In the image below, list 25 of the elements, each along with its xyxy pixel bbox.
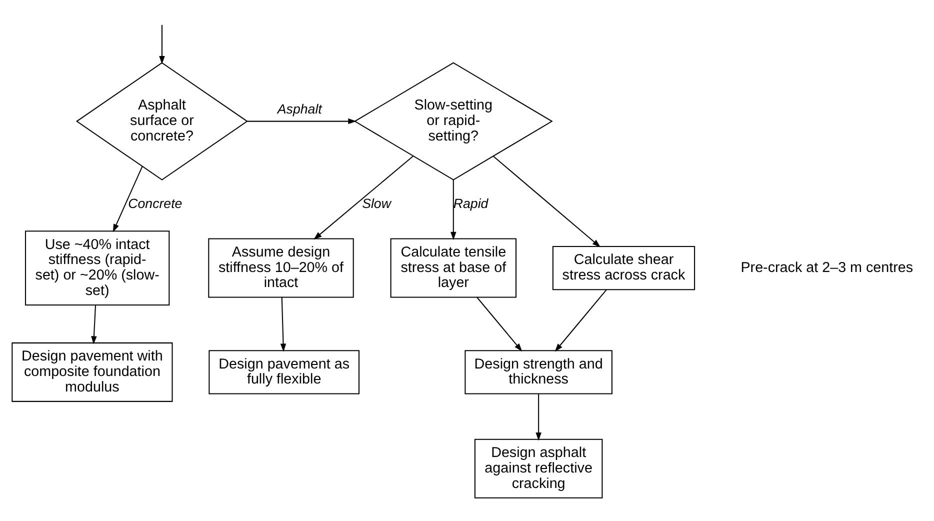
arrow: [554, 288, 607, 352]
node-diamond: Asphalt surface or concrete?: [76, 62, 248, 180]
arrow: [314, 155, 414, 240]
arrow: [280, 297, 286, 352]
node-box: Calculate shear stress across crack: [552, 245, 696, 290]
node-box: Design pavement with composite foundation modulus: [12, 342, 173, 402]
arrow: [159, 24, 165, 64]
arrow: [91, 304, 97, 344]
node-box: Design strength and thickness: [464, 350, 612, 394]
node-box: Design pavement as fully flexible: [208, 350, 360, 394]
node-box: Use ~40% intact stiffness (rapid-set) or ~20% (slow-set): [24, 230, 170, 305]
arrow: [112, 166, 143, 232]
node-box: Design asphalt against reflective cracking: [474, 438, 603, 498]
edge-label: Concrete: [128, 195, 182, 210]
node-box: Calculate tensile stress at base of layer: [390, 238, 517, 298]
node-box: Assume design stiffness 10–20% of intact: [208, 238, 354, 298]
label: Pre-crack at 2–3 m centres: [740, 259, 914, 276]
arrow: [247, 118, 356, 124]
edge-label: Slow: [362, 195, 391, 210]
node-diamond: Slow-setting or rapid-setting?: [354, 62, 553, 180]
arrow: [493, 155, 601, 247]
edge-label: Asphalt: [277, 101, 322, 116]
arrow: [476, 296, 522, 352]
arrow: [450, 179, 456, 240]
arrow: [536, 394, 542, 440]
